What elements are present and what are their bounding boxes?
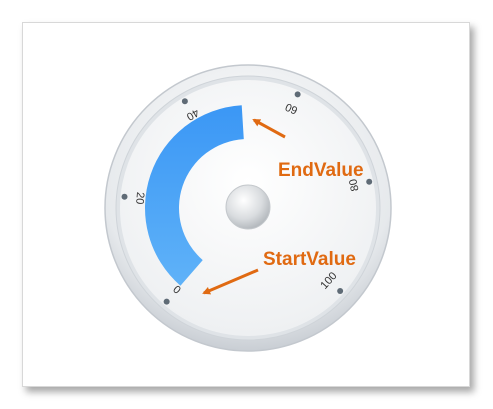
gauge-hub xyxy=(225,184,271,230)
range-bar xyxy=(144,105,244,286)
tick-marks xyxy=(121,91,373,305)
tick-label-20: 20 xyxy=(133,191,146,204)
start-value-callout: StartValue xyxy=(202,249,356,295)
tick-dot-20 xyxy=(121,193,128,200)
tick-label-60: 60 xyxy=(284,100,300,116)
tick-dot-60 xyxy=(294,91,301,98)
tick-label-40: 40 xyxy=(184,106,201,123)
tick-dot-80 xyxy=(366,178,373,185)
end-value-label: EndValue xyxy=(278,160,364,181)
tick-dot-100 xyxy=(337,287,344,294)
start-value-label: StartValue xyxy=(263,249,356,270)
end-value-arrow xyxy=(252,118,286,139)
tick-dot-0 xyxy=(163,298,170,305)
tick-label-80: 80 xyxy=(347,178,361,193)
tick-dot-40 xyxy=(181,98,188,105)
end-value-callout: EndValue xyxy=(252,118,364,181)
start-value-arrow xyxy=(202,268,259,295)
